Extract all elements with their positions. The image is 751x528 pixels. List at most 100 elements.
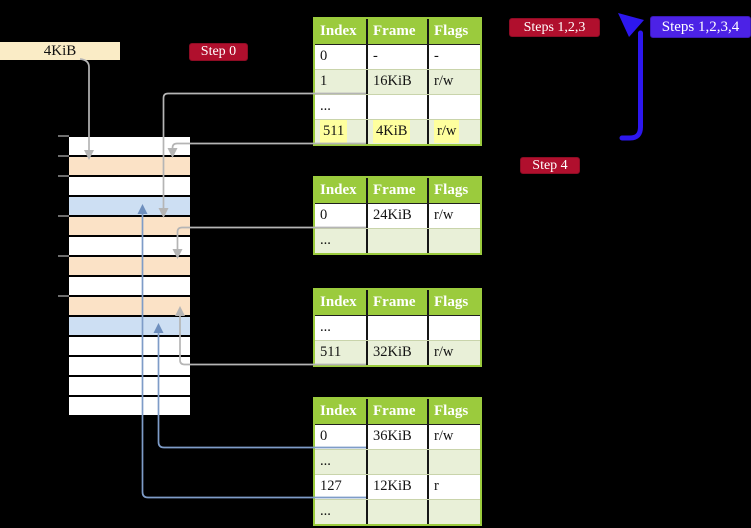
index-cell: 0: [315, 45, 368, 69]
frame-cell: [368, 229, 429, 253]
flags-cell: [429, 450, 480, 474]
steps-123-badge: Steps 1,2,3: [509, 18, 600, 37]
memory-address-ticks: [58, 135, 69, 297]
table-row: 1 16KiB r/w: [315, 70, 480, 95]
flags-cell: r/w: [429, 70, 480, 94]
cell-text: 32KiB: [373, 344, 412, 360]
column-header-frame: Frame: [368, 399, 429, 424]
cell-text: 16KiB: [373, 73, 412, 89]
page-table-level3: Index Frame Flags ... 511 32KiB r/w: [313, 288, 482, 367]
cell-text: 4KiB: [373, 120, 411, 143]
table-header-row: Index Frame Flags: [315, 178, 480, 204]
flags-cell: [429, 500, 480, 524]
index-cell: ...: [315, 316, 368, 340]
column-header-flags: Flags: [434, 403, 469, 419]
table-row-highlighted: 511 4KiB r/w: [315, 120, 480, 144]
column-header-flags: Flags: [434, 294, 469, 310]
index-cell: ...: [315, 500, 368, 524]
column-header-index: Index: [315, 19, 368, 44]
flags-cell: -: [429, 45, 480, 69]
index-cell: 0: [315, 204, 368, 228]
index-cell: 0: [315, 425, 368, 449]
memory-frame-row: [69, 297, 190, 315]
table-header-row: Index Frame Flags: [315, 19, 480, 45]
cell-text: 36KiB: [373, 428, 412, 444]
table-row: ...: [315, 229, 480, 253]
index-cell: 127: [315, 475, 368, 499]
cell-text: 127: [320, 478, 342, 494]
index-cell: 511: [315, 341, 368, 365]
memory-frame-row: [69, 237, 190, 255]
frame-cell: 4KiB: [368, 120, 429, 144]
frame-cell: [368, 450, 429, 474]
cell-text: ...: [320, 319, 331, 335]
column-header-index: Index: [315, 178, 368, 203]
memory-frame-row: [69, 317, 190, 335]
cell-text: 0: [320, 48, 328, 64]
table-header-row: Index Frame Flags: [315, 399, 480, 425]
table-row: ...: [315, 95, 480, 120]
steps-1234-badge: Steps 1,2,3,4: [650, 16, 751, 38]
cell-text: ...: [320, 453, 331, 469]
cell-text: r/w: [434, 120, 460, 143]
frame-cell: 16KiB: [368, 70, 429, 94]
cell-text: 0: [320, 207, 328, 223]
index-cell: ...: [315, 95, 368, 119]
cell-text: 12KiB: [373, 478, 412, 494]
column-header-index: Index: [315, 399, 368, 424]
memory-frame-row: [69, 157, 190, 175]
table-row: 0 - -: [315, 45, 480, 70]
table-row: 511 32KiB r/w: [315, 341, 480, 365]
frame-cell: [368, 500, 429, 524]
column-header-index: Index: [315, 290, 368, 315]
page-size-label: 4KiB: [0, 42, 120, 60]
cell-text: 1: [320, 73, 328, 89]
cell-text: r/w: [434, 207, 454, 223]
table-header-row: Index Frame Flags: [315, 290, 480, 316]
page-table-root: Index Frame Flags 0 - - 1 16KiB r/w ... …: [313, 17, 482, 146]
step-0-badge: Step 0: [189, 43, 248, 61]
memory-frame-row: [69, 137, 190, 155]
cell-text: 511: [320, 120, 348, 143]
table-row: 0 24KiB r/w: [315, 204, 480, 229]
memory-frame-row: [69, 217, 190, 235]
flags-cell: r: [429, 475, 480, 499]
index-cell: 511: [315, 120, 368, 144]
page-table-level4: Index Frame Flags 0 36KiB r/w ... 127 12…: [313, 397, 482, 526]
page-table-level2: Index Frame Flags 0 24KiB r/w ...: [313, 176, 482, 255]
cell-text: r/w: [434, 73, 454, 89]
frame-cell: [368, 316, 429, 340]
table-row: ...: [315, 500, 480, 524]
column-header-flags: Flags: [434, 23, 469, 39]
cell-text: ...: [320, 98, 331, 114]
column-header-frame: Frame: [368, 290, 429, 315]
flags-cell: r/w: [429, 120, 480, 144]
memory-frame-row: [69, 197, 190, 215]
frame-cell: 12KiB: [368, 475, 429, 499]
column-header-flags: Flags: [434, 182, 469, 198]
index-cell: ...: [315, 229, 368, 253]
cell-text: ...: [320, 232, 331, 248]
cell-text: 511: [320, 344, 342, 360]
frame-cell: 36KiB: [368, 425, 429, 449]
step-4-badge: Step 4: [520, 157, 580, 174]
frame-cell: -: [368, 45, 429, 69]
flags-cell: r/w: [429, 341, 480, 365]
loop-arrow-shaft: [619, 30, 643, 141]
index-cell: ...: [315, 450, 368, 474]
flags-cell: [429, 316, 480, 340]
frame-cell: 24KiB: [368, 204, 429, 228]
index-cell: 1: [315, 70, 368, 94]
column-header-frame: Frame: [368, 178, 429, 203]
flags-cell: r/w: [429, 204, 480, 228]
loop-arrow: [618, 13, 644, 141]
cell-text: -: [434, 48, 439, 64]
column-header-frame: Frame: [368, 19, 429, 44]
table-row: ...: [315, 450, 480, 475]
flags-cell: [429, 229, 480, 253]
cell-text: r/w: [434, 428, 454, 444]
cell-text: r/w: [434, 344, 454, 360]
table-row: 0 36KiB r/w: [315, 425, 480, 450]
frame-cell: [368, 95, 429, 119]
